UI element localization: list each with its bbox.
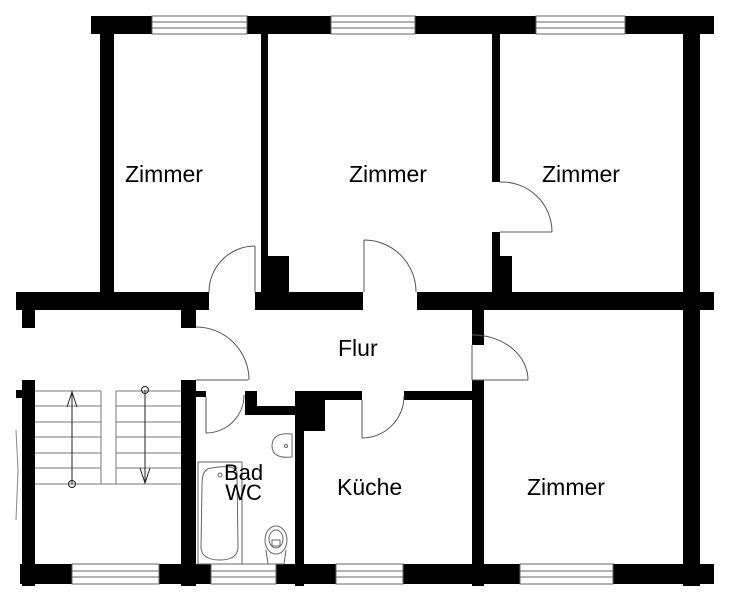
railing-mark: [15, 429, 19, 521]
door-top-left-room: [208, 245, 256, 293]
door-bottom-right-room: [471, 334, 529, 381]
window-top-2: [330, 15, 416, 35]
door-between-top-rooms: [499, 181, 553, 233]
room-label-zimmer-bottom-right: Zimmer: [527, 474, 605, 500]
window-bottom-3: [335, 563, 404, 585]
window-top-3: [535, 15, 626, 35]
window-bottom-4: [519, 563, 614, 585]
door-top-center-room: [363, 239, 417, 293]
room-label-wc: WC: [225, 479, 262, 505]
washbasin-icon: [271, 433, 293, 458]
room-label-kueche: Küche: [337, 474, 403, 500]
door-bath: [205, 394, 245, 434]
room-label-bad-wc: Bad WC: [224, 460, 264, 505]
window-bottom-1: [71, 563, 160, 585]
bathtub-icon: [197, 461, 243, 565]
room-label-bad: Bad: [224, 460, 264, 485]
room-label-zimmer-top-center: Zimmer: [349, 161, 427, 187]
toilet-icon: [264, 525, 288, 565]
windows: [71, 15, 626, 585]
window-bottom-2: [210, 563, 277, 585]
doors: [195, 181, 553, 439]
staircase: [35, 386, 181, 488]
door-entrance: [195, 326, 250, 381]
window-top-1: [151, 15, 248, 35]
door-kitchen: [361, 395, 405, 439]
room-label-flur: Flur: [338, 335, 378, 361]
room-label-zimmer-top-left: Zimmer: [125, 161, 203, 187]
walls: [16, 16, 714, 586]
room-label-zimmer-top-right: Zimmer: [542, 161, 620, 187]
